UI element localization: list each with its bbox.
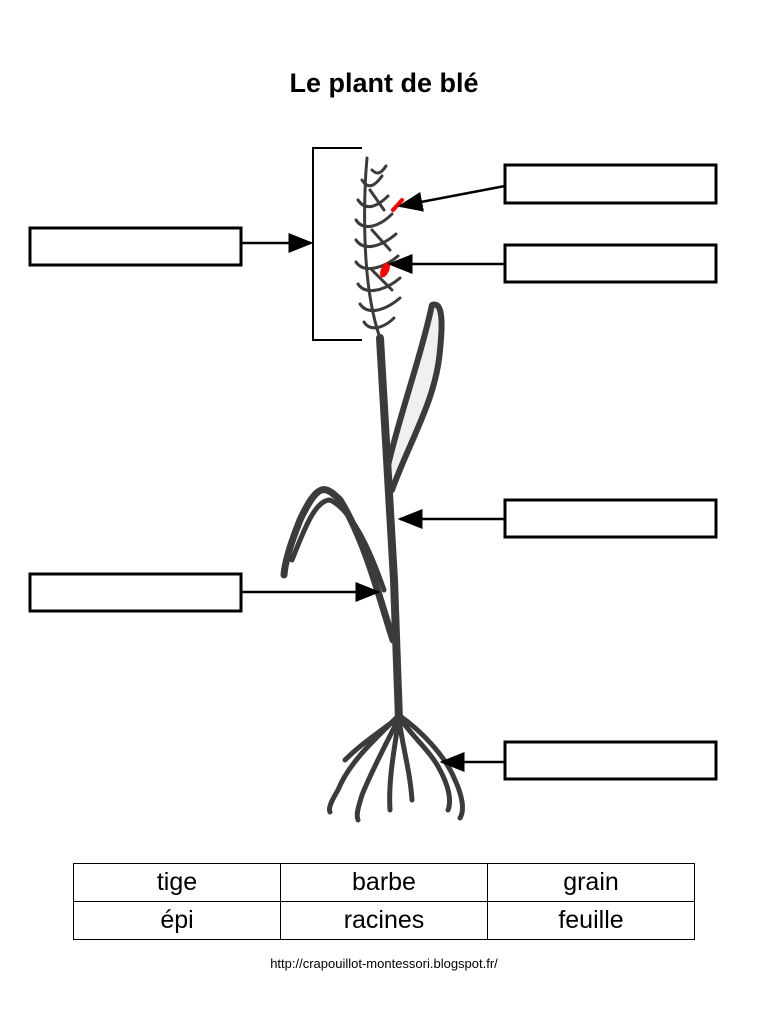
lower-leaf-inner-drawing xyxy=(289,497,387,593)
label-box-roots[interactable] xyxy=(503,740,718,781)
upper-leaf-drawing xyxy=(384,301,445,493)
word-bank-cell: barbe xyxy=(280,863,488,902)
roots-drawing xyxy=(327,712,465,823)
label-box-ear[interactable] xyxy=(28,226,243,267)
stem-drawing xyxy=(376,334,403,724)
word-bank-cell: racines xyxy=(280,901,488,940)
label-box-stem[interactable] xyxy=(503,498,718,539)
word-bank-cell: épi xyxy=(73,901,281,940)
grain-highlight-mark xyxy=(380,262,390,278)
ear-bracket xyxy=(312,147,362,341)
arrow-to-awn xyxy=(397,184,506,212)
word-bank-cell: feuille xyxy=(487,901,695,940)
word-bank-row: tige barbe grain xyxy=(73,863,695,902)
label-box-awn[interactable] xyxy=(503,163,718,205)
source-url: http://crapouillot-montessori.blogspot.f… xyxy=(270,956,498,971)
label-box-leaf[interactable] xyxy=(28,572,243,613)
label-box-grain[interactable] xyxy=(503,243,718,284)
page-title: Le plant de blé xyxy=(289,68,479,98)
wheat-ear-drawing xyxy=(354,156,402,340)
word-bank-table: tige barbe grain épi racines feuille xyxy=(73,863,695,940)
word-bank-row: épi racines feuille xyxy=(73,901,695,940)
word-bank-cell: tige xyxy=(73,863,281,902)
wheat-plant xyxy=(280,156,465,823)
pointer-arrows xyxy=(242,184,506,772)
word-bank-cell: grain xyxy=(487,863,695,902)
label-boxes xyxy=(28,163,718,781)
